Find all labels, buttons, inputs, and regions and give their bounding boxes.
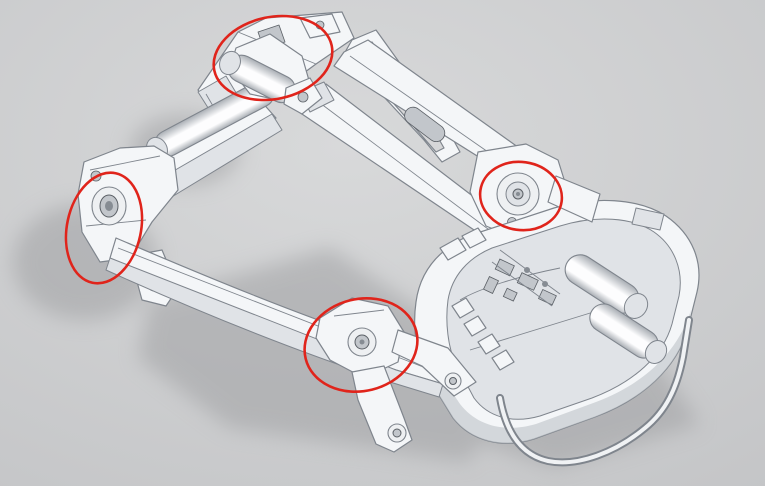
seat-frame-model bbox=[77, 11, 700, 467]
lower-link bbox=[351, 365, 413, 453]
annotation-ellipse-right-recliner-pivot bbox=[478, 160, 564, 232]
cylinder-end-cap bbox=[219, 50, 241, 76]
rail-slot bbox=[404, 106, 446, 143]
annotation-ellipse-rear-recliner-joint bbox=[212, 14, 334, 102]
wire-bale-handle bbox=[496, 316, 693, 467]
pan-clips bbox=[451, 297, 515, 371]
pan-roller-front bbox=[589, 303, 668, 364]
pan-mechanism bbox=[482, 249, 561, 307]
pan-side-face bbox=[429, 310, 691, 444]
recliner-cylinder-bracket bbox=[219, 33, 323, 115]
annotation-ellipse-front-link-pivot bbox=[303, 296, 419, 394]
pan-roller-rear bbox=[564, 254, 649, 319]
annotation-ellipse-left-arm-pivot bbox=[64, 171, 144, 285]
front-pivot-bracket bbox=[315, 297, 405, 379]
annotation-layer bbox=[64, 14, 564, 394]
pan-top-tabs bbox=[439, 207, 665, 261]
mid-link bbox=[391, 329, 477, 397]
seat-pan bbox=[414, 199, 700, 444]
